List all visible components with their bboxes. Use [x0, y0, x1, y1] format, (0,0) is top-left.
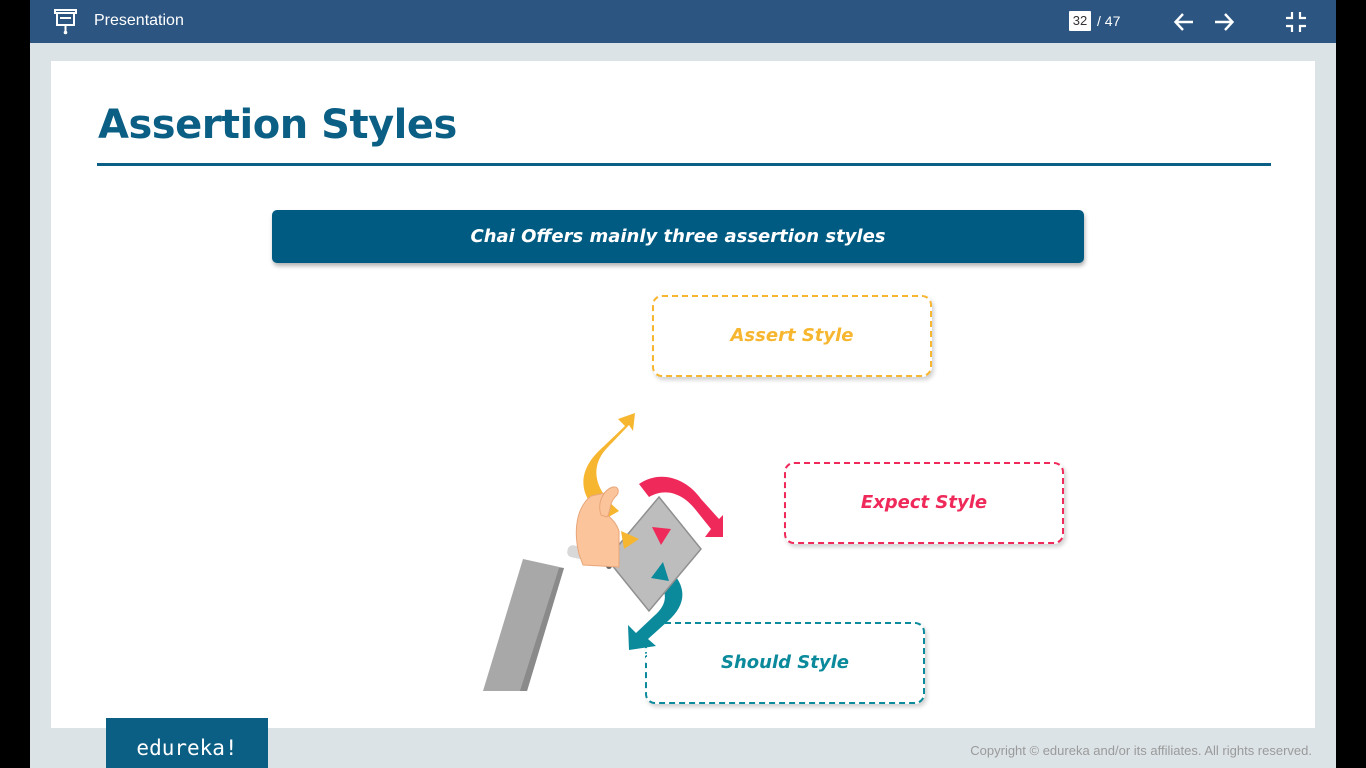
app-title: Presentation [94, 12, 184, 29]
exit-fullscreen-icon [1286, 12, 1306, 32]
expect-style-box: Expect Style [784, 462, 1064, 544]
arrow-left-icon [1173, 13, 1193, 31]
page-number-input[interactable]: 32 [1069, 11, 1091, 31]
exit-fullscreen-button[interactable] [1285, 11, 1307, 33]
arrow-02-graphic [639, 476, 723, 537]
cube-marker-pink [652, 527, 671, 545]
should-style-box: Should Style [645, 622, 925, 704]
cube-graphic [606, 495, 702, 613]
sleeve-shadow [520, 568, 564, 691]
page-total: / 47 [1097, 13, 1121, 29]
arrow-03-number: 03 [635, 650, 651, 666]
previous-slide-button[interactable] [1173, 11, 1195, 33]
sleeve-graphic [483, 559, 564, 691]
cube-marker-teal [651, 562, 669, 581]
arrow-right-icon [1215, 13, 1235, 31]
arrow-01-graphic [583, 413, 635, 519]
arrow-01-number: 01 [640, 436, 656, 452]
presentation-viewer: Presentation 32 / 47 Assertion Styl [30, 0, 1336, 768]
subtitle-banner: Chai Offers mainly three assertion style… [272, 210, 1084, 263]
hand-graphic [575, 492, 620, 568]
thumb-graphic [599, 486, 619, 518]
next-slide-button[interactable] [1213, 11, 1235, 33]
presentation-board-icon [52, 6, 80, 36]
copyright-text: Copyright © edureka and/or its affiliate… [970, 743, 1312, 758]
cube-marker-yellow [621, 531, 639, 549]
slide-title: Assertion Styles [98, 102, 457, 148]
title-divider [97, 163, 1271, 166]
edureka-logo: edureka! [106, 718, 268, 768]
hand-arrows-illustration: 01 02 03 [483, 413, 723, 691]
assert-style-box: Assert Style [652, 295, 932, 377]
top-toolbar: Presentation 32 / 47 [30, 0, 1336, 43]
slide-canvas: Assertion Styles Chai Offers mainly thre… [51, 61, 1315, 728]
